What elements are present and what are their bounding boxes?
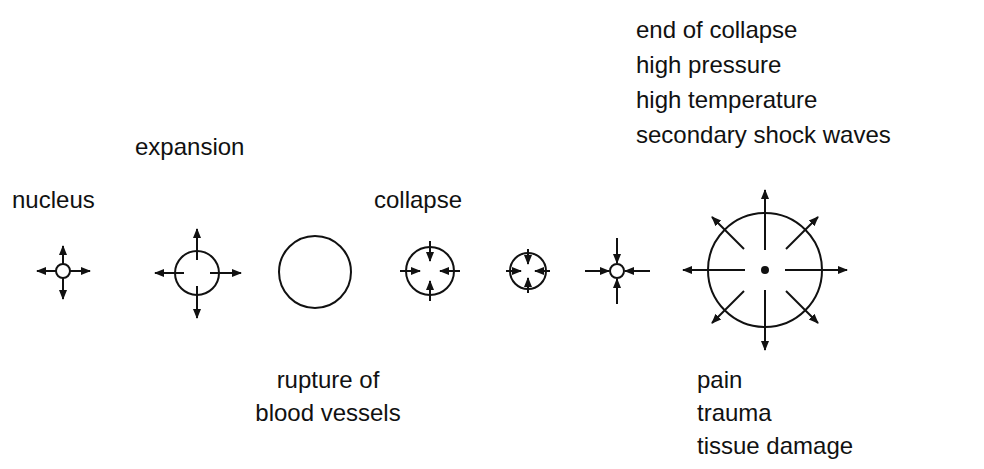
collapsing-bubble	[400, 241, 460, 301]
annotation-label: rupture of blood vessels	[248, 363, 408, 429]
annotation-label: pain	[697, 363, 742, 396]
annotation-label: expansion	[135, 130, 244, 163]
shock-wave	[683, 190, 847, 350]
annotation-label: trauma	[697, 396, 772, 429]
nucleus-bubble	[37, 246, 90, 299]
annotation-label: high pressure	[636, 48, 781, 81]
annotation-label: collapse	[374, 183, 462, 216]
annotation-label: tissue damage	[697, 429, 853, 462]
collapsing-bubble	[585, 238, 650, 304]
annotation-label: nucleus	[12, 183, 95, 216]
annotation-label: end of collapse	[636, 13, 797, 46]
collapsing-bubble	[506, 249, 550, 293]
annotation-label: secondary shock waves	[636, 118, 891, 151]
expanding-bubble	[155, 229, 241, 318]
annotation-label: high temperature	[636, 83, 817, 116]
maximum-bubble	[279, 236, 351, 308]
